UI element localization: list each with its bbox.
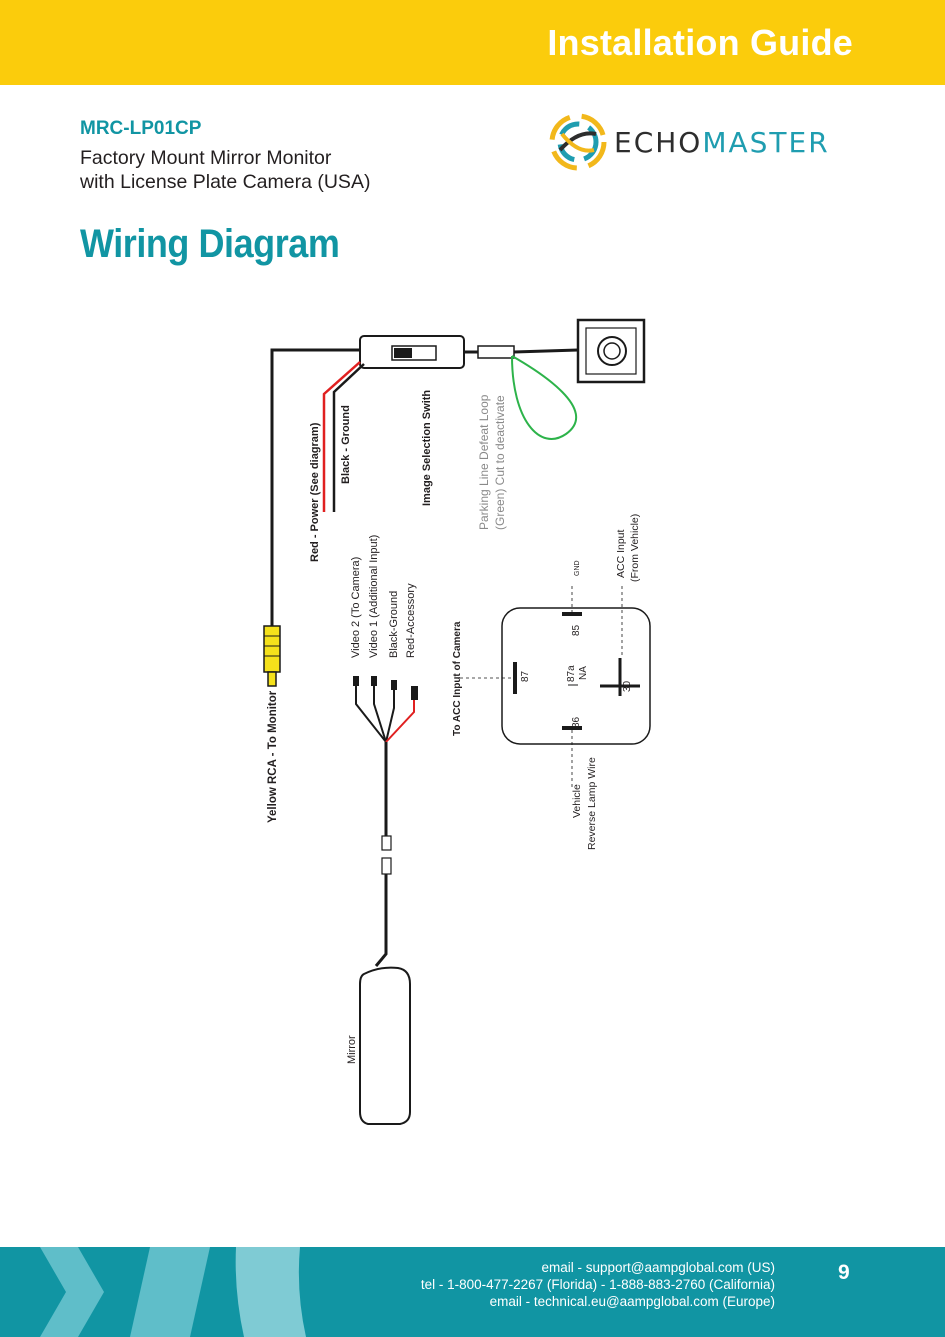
- yellow-rca-connector: [263, 625, 281, 687]
- logo-wordmark: ECHOMASTER: [614, 126, 830, 159]
- logo-echo-text: ECHO: [614, 126, 703, 159]
- label-acc-input-1: ACC Input: [615, 529, 627, 578]
- parking-line-loop: [511, 355, 578, 440]
- logo-emblem-icon: [549, 113, 607, 171]
- label-acc-input-2: (From Vehicle): [629, 514, 641, 582]
- label-parking-line-1: Parking Line Defeat Loop: [477, 394, 491, 530]
- label-gnd: GND: [574, 560, 581, 576]
- label-pin-87a: 87a: [566, 665, 577, 682]
- product-description-line1: Factory Mount Mirror Monitor: [80, 147, 332, 169]
- label-vehicle-1: Vehicle: [571, 784, 583, 818]
- label-yellow-rca: Yellow RCA - To Monitor: [267, 690, 279, 823]
- wire-harness: [353, 676, 418, 967]
- label-red-accessory: Red-Accessory: [405, 583, 417, 658]
- label-red-power: Red - Power (See diagram): [309, 422, 321, 562]
- product-description-line2: with License Plate Camera (USA): [80, 171, 371, 193]
- label-pin-30: 30: [622, 680, 633, 692]
- logo-master-text: MASTER: [702, 126, 830, 159]
- label-to-acc: To ACC Input of Camera: [452, 621, 463, 736]
- echomaster-logo: ECHOMASTER: [548, 110, 858, 174]
- product-description: Factory Mount Mirror Monitor with Licens…: [80, 146, 460, 194]
- header-title: Installation Guide: [547, 22, 853, 63]
- camera-icon: [576, 318, 646, 384]
- label-parking-line-2: (Green) Cut to deactivate: [493, 395, 507, 530]
- label-black-ground-top: Black - Ground: [340, 405, 352, 484]
- label-pin-85: 85: [571, 624, 582, 636]
- footer-email-us: email - support@aampglobal.com (US): [541, 1260, 775, 1275]
- footer-bar: email - support@aampglobal.com (US) tel …: [0, 1247, 945, 1337]
- relay-diagram: [454, 586, 651, 790]
- footer-email-eu: email - technical.eu@aampglobal.com (Eur…: [489, 1294, 775, 1309]
- label-image-switch: Image Selection Swith: [421, 390, 433, 506]
- section-title: Wiring Diagram: [80, 222, 340, 266]
- page-number: 9: [838, 1261, 850, 1284]
- inline-connector: [477, 345, 515, 359]
- black-ground-wire: [332, 363, 365, 512]
- label-pin-na: NA: [578, 666, 589, 680]
- label-black-ground: Black-Ground: [388, 591, 400, 658]
- label-video2: Video 2 (To Camera): [350, 557, 362, 658]
- rca-cable: [270, 348, 360, 628]
- mirror-icon: [359, 966, 411, 1125]
- footer-contact: email - support@aampglobal.com (US) tel …: [421, 1259, 775, 1310]
- product-code: MRC-LP01CP: [80, 118, 202, 139]
- label-pin-86: 86: [571, 716, 582, 728]
- label-video1: Video 1 (Additional Input): [368, 535, 380, 658]
- header-bar: Installation Guide: [0, 0, 945, 85]
- label-pin-87: 87: [520, 670, 531, 682]
- red-power-wire: [322, 361, 361, 512]
- label-vehicle-2: Reverse Lamp Wire: [586, 757, 598, 850]
- footer-decoration: [40, 1247, 306, 1337]
- label-mirror: Mirror: [346, 1035, 358, 1064]
- footer-tel: tel - 1-800-477-2267 (Florida) - 1-888-8…: [420, 1277, 775, 1292]
